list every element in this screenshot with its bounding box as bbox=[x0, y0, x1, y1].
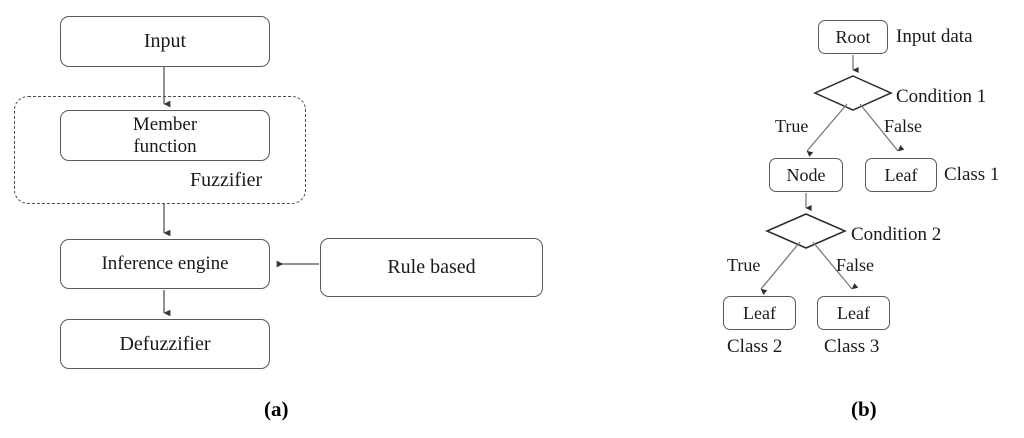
arrow-condition-2-true-to-leaf-2 bbox=[760, 241, 801, 295]
tree-node-root[interactable]: Root bbox=[818, 20, 888, 54]
label-condition-2: Condition 2 bbox=[851, 224, 942, 245]
panel-caption-a: (a) bbox=[264, 397, 289, 421]
arrow-condition-2-false-to-leaf-3 bbox=[812, 241, 859, 290]
tree-node-node[interactable]: Node bbox=[769, 158, 843, 192]
label-class-2: Class 2 bbox=[727, 336, 783, 357]
label-condition-1: Condition 1 bbox=[896, 86, 987, 107]
panel-caption-b: (b) bbox=[851, 397, 877, 421]
tree-node-leaf-1[interactable]: Leaf bbox=[865, 158, 937, 192]
arrow-condition-1-false-to-leaf-1 bbox=[859, 103, 905, 152]
tree-node-leaf-2[interactable]: Leaf bbox=[723, 296, 796, 330]
node-member-function-line-2: function bbox=[133, 135, 197, 157]
tree-node-leaf-3[interactable]: Leaf bbox=[817, 296, 890, 330]
label-class-3: Class 3 bbox=[824, 336, 880, 357]
node-member-function[interactable]: Member function bbox=[60, 110, 270, 161]
edge-label-true-1: True bbox=[775, 116, 809, 136]
edge-label-false-2: False bbox=[836, 255, 874, 275]
arrow-condition-1-true-to-node bbox=[806, 103, 848, 157]
fuzzifier-group-label: Fuzzifier bbox=[190, 169, 263, 191]
node-inference-engine[interactable]: Inference engine bbox=[60, 239, 270, 289]
edge-label-true-2: True bbox=[727, 255, 761, 275]
decision-diamond-condition-2 bbox=[765, 213, 847, 249]
edge-label-false-1: False bbox=[884, 116, 922, 136]
label-input-data: Input data bbox=[896, 26, 973, 47]
node-input[interactable]: Input bbox=[60, 16, 270, 67]
fuzzifier-group-boundary bbox=[14, 96, 306, 204]
node-member-function-line-1: Member bbox=[132, 114, 198, 136]
decision-diamond-condition-1 bbox=[813, 75, 893, 111]
node-rule-based[interactable]: Rule based bbox=[320, 238, 543, 297]
label-class-1: Class 1 bbox=[944, 164, 1000, 185]
node-defuzzifier[interactable]: Defuzzifier bbox=[60, 319, 270, 369]
